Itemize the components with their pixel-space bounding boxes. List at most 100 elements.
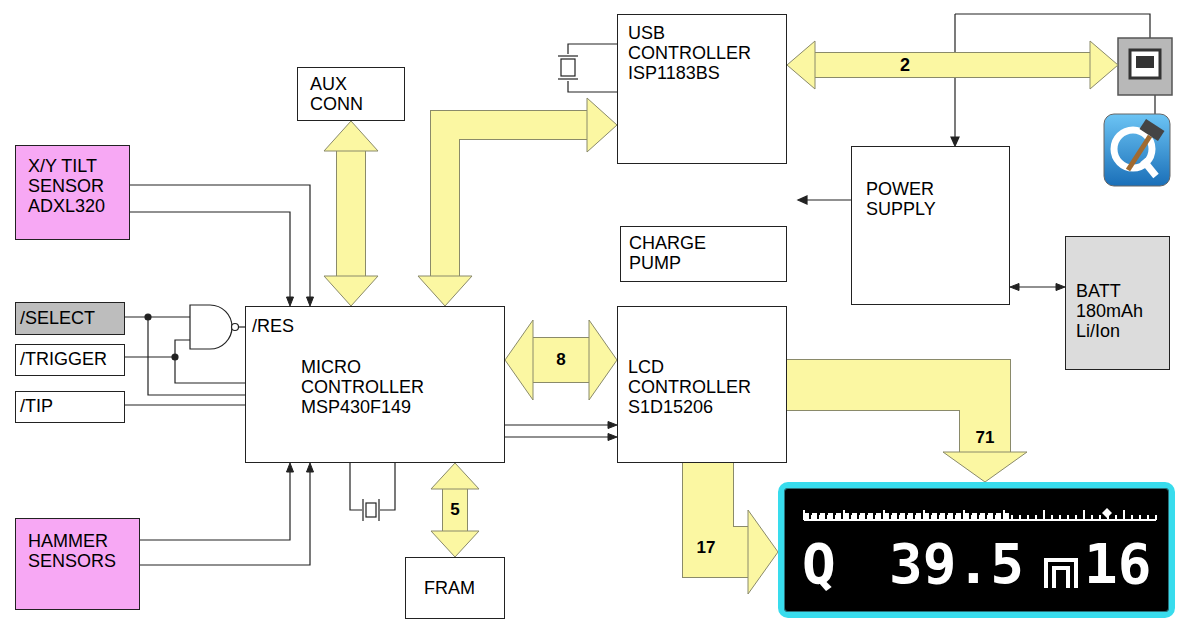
box-label: FRAM <box>424 578 498 598</box>
box-label: POWER SUPPLY <box>866 179 976 219</box>
nand-gate <box>145 305 245 360</box>
box-label: USB CONTROLLER ISP1183BS <box>628 23 753 83</box>
arrow-head <box>608 422 617 429</box>
wire <box>130 212 290 298</box>
wire <box>130 185 310 298</box>
signal-wire <box>140 463 314 565</box>
lcd-display: Q39.516 <box>778 482 1175 618</box>
scale-bar <box>972 513 977 520</box>
hammer-handle <box>1128 136 1150 170</box>
scale-tick <box>1115 515 1117 520</box>
controller-box: USB CONTROLLER ISP1183BS <box>617 14 787 164</box>
arrow-head <box>589 320 617 400</box>
scale-bar <box>868 513 873 520</box>
crystal-plate <box>558 78 578 79</box>
scale-tick <box>1043 510 1045 520</box>
wire <box>148 316 190 317</box>
gate-body <box>190 305 232 349</box>
scale-tick <box>1099 515 1101 520</box>
wire <box>505 424 609 425</box>
scale-marker <box>1102 508 1112 518</box>
scale-tick <box>1147 515 1149 520</box>
wire <box>350 463 362 510</box>
sensor-box: HAMMER SENSORS <box>15 518 140 610</box>
signal-wire <box>505 434 617 441</box>
wire <box>140 471 290 540</box>
scale-tick <box>1131 515 1133 520</box>
wire <box>125 317 245 395</box>
connector-socket <box>1130 50 1160 78</box>
scale-bar <box>940 513 945 520</box>
bus-width: 8 <box>556 350 565 370</box>
scale-bar <box>804 513 809 520</box>
scale-tick <box>1075 515 1077 520</box>
scale-bar <box>892 513 897 520</box>
bus-width: 2 <box>900 55 910 76</box>
scale-tick <box>1019 515 1021 520</box>
wire <box>568 81 617 92</box>
bus-body <box>337 150 365 277</box>
wire <box>140 471 310 565</box>
connector-pins <box>1136 56 1154 68</box>
arrow-head <box>787 41 815 89</box>
wire <box>955 14 1150 38</box>
scale-tick <box>1123 510 1125 520</box>
scale-bar <box>916 513 921 520</box>
box-label: /TRIGGER <box>20 349 118 369</box>
arrow-head <box>307 297 314 306</box>
arrow-head <box>943 452 1027 482</box>
scale-bar <box>884 513 889 520</box>
arrow-head <box>1010 284 1019 291</box>
arrow-head <box>287 463 294 472</box>
box-label: /SELECT <box>20 308 118 328</box>
bus-outline <box>787 385 985 453</box>
scale-bar <box>924 513 929 520</box>
arrow-head <box>324 121 378 151</box>
usb-bus <box>787 41 1118 89</box>
arrow-head <box>748 510 778 594</box>
bus-outline <box>814 52 1091 78</box>
inverter-bubble <box>232 324 239 331</box>
data-bus <box>324 121 378 306</box>
crystal-plate <box>378 499 379 521</box>
box-label: /TIP <box>20 396 118 416</box>
arrow-head <box>1056 284 1065 291</box>
data-bus <box>708 463 778 594</box>
signal-name: /RES <box>252 316 294 337</box>
usb-connector <box>1118 38 1172 95</box>
scale-tick <box>1067 515 1069 520</box>
scale-tick <box>1083 510 1085 520</box>
display-readout: 39.5 <box>889 536 1024 592</box>
arrow-head <box>307 463 314 472</box>
arrow-head <box>587 98 617 152</box>
scale-bar <box>956 513 961 520</box>
usb-crystal <box>558 44 617 92</box>
scale-bar <box>836 513 841 520</box>
arrow-head <box>418 276 472 306</box>
box-label: MICRO CONTROLLER MSP430F149 <box>301 357 431 417</box>
signal-wire <box>140 463 294 540</box>
wire <box>125 357 245 383</box>
scale-bar <box>820 513 825 520</box>
memory-box: FRAM <box>405 557 505 619</box>
data-bus <box>418 98 617 306</box>
arrow-head <box>287 297 294 306</box>
connector-body <box>1118 38 1172 95</box>
scale-bar <box>812 513 817 520</box>
bus-outline <box>445 125 588 277</box>
wire <box>380 463 395 510</box>
hammer-head <box>1140 119 1165 141</box>
scale-bar <box>996 513 1001 520</box>
scale-tick <box>1051 515 1053 520</box>
box-label: X/Y TILT SENSOR ADXL320 <box>28 156 120 216</box>
crystal-plate <box>558 55 578 56</box>
app-icon <box>1104 114 1170 186</box>
signal-wire <box>1010 284 1065 291</box>
box-label: AUX CONN <box>310 74 370 114</box>
scale-tick <box>1155 515 1157 520</box>
signal-wire <box>505 422 617 429</box>
mcu-crystal <box>350 463 395 521</box>
signal-wire <box>125 317 245 395</box>
